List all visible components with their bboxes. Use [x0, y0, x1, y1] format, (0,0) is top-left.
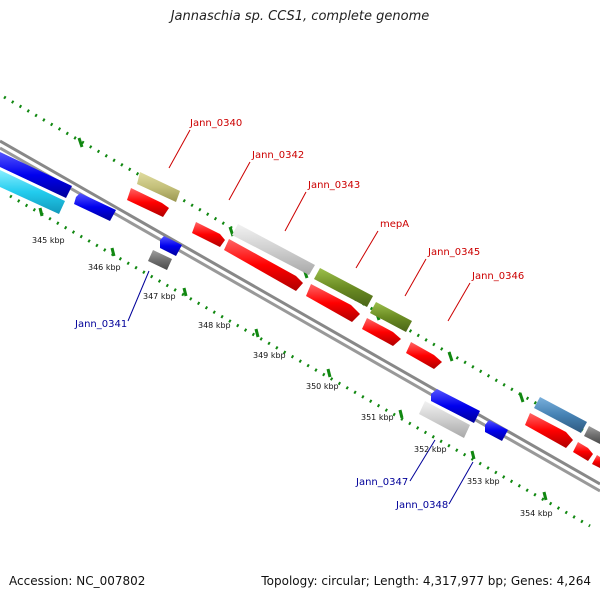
- gene-arrow-lightgray-2[interactable]: [419, 401, 470, 438]
- reverse-dotted-track: [9, 194, 591, 528]
- gene-arrow-blue-3[interactable]: [431, 389, 480, 423]
- gene-arrow-red-9[interactable]: [592, 455, 600, 468]
- gene-arrow-darkgray[interactable]: [148, 250, 172, 270]
- gene-label-jann-0346[interactable]: Jann_0346: [471, 271, 524, 282]
- gene-label-jann-0347[interactable]: Jann_0347: [355, 477, 408, 488]
- reverse-major-ticks: [38, 207, 548, 501]
- scale-label-346: 346 kbp: [88, 263, 121, 272]
- gene-arrow-red-2[interactable]: [192, 222, 225, 247]
- scale-label-351: 351 kbp: [361, 413, 394, 422]
- reverse-callout-lines: [127, 270, 474, 505]
- map-title: Jannaschia sp. CCS1, complete genome: [170, 9, 430, 24]
- gene-arrow-blue-2[interactable]: [160, 236, 182, 256]
- backbone-line-outer: [0, 139, 600, 486]
- scale-label-345: 345 kbp: [32, 236, 65, 245]
- gene-arrow-darkgray-right[interactable]: [584, 426, 600, 444]
- gene-arrow-red-1[interactable]: [127, 188, 169, 217]
- scale-label-347: 347 kbp: [143, 292, 176, 301]
- gene-arrow-red-8[interactable]: [573, 442, 593, 461]
- gene-label-jann-0343[interactable]: Jann_0343: [307, 180, 360, 191]
- gene-label-jann-0348[interactable]: Jann_0348: [395, 500, 448, 511]
- gene-arrow-steelblue[interactable]: [534, 397, 587, 433]
- scale-label-348: 348 kbp: [198, 321, 231, 330]
- gene-arrow-khaki[interactable]: [137, 172, 180, 202]
- gene-label-jann-0342[interactable]: Jann_0342: [251, 150, 304, 161]
- scale-label-354: 354 kbp: [520, 509, 553, 518]
- gene-arrow-red-4[interactable]: [306, 284, 360, 322]
- scale-label-349: 349 kbp: [253, 351, 286, 360]
- gene-arrow-olive-1[interactable]: [314, 268, 373, 307]
- gene-label-jann-0345[interactable]: Jann_0345: [427, 247, 480, 258]
- gene-arrow-blue-1[interactable]: [74, 193, 116, 221]
- gene-label-jann-0340[interactable]: Jann_0340: [189, 118, 242, 129]
- gene-arrow-olive-2[interactable]: [370, 302, 412, 332]
- gene-arrow-cyan[interactable]: [0, 170, 65, 214]
- scale-label-352: 352 kbp: [414, 445, 447, 454]
- scale-label-353: 353 kbp: [467, 477, 500, 486]
- accession-text: Accession: NC_007802: [9, 574, 146, 588]
- gene-label-jann-0341[interactable]: Jann_0341: [74, 319, 127, 330]
- gene-arrow-red-5[interactable]: [362, 318, 401, 346]
- scale-label-350: 350 kbp: [306, 382, 339, 391]
- gene-arrow-red-6[interactable]: [406, 342, 442, 369]
- topology-summary-text: Topology: circular; Length: 4,317,977 bp…: [261, 574, 591, 588]
- gene-arrow-blue-large[interactable]: [0, 152, 72, 198]
- gene-arrow-blue-4[interactable]: [485, 420, 508, 441]
- gene-arrow-lightgray[interactable]: [232, 224, 315, 275]
- forward-callout-lines: [168, 129, 471, 322]
- gene-arrow-red-7[interactable]: [525, 413, 573, 448]
- gene-arrow-red-3[interactable]: [224, 239, 303, 291]
- gene-label-mepa[interactable]: mepA: [380, 219, 409, 230]
